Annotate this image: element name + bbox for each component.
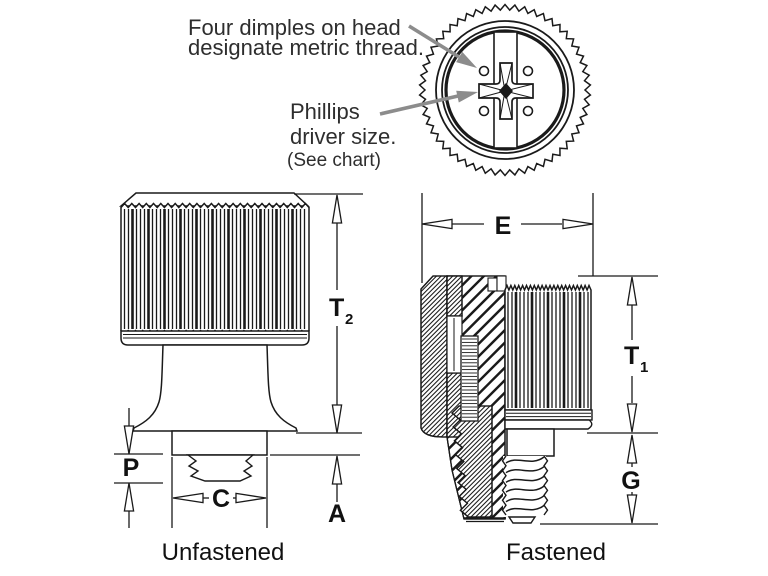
dim-label-t1: T1 <box>624 342 648 376</box>
dimension-arrowhead <box>626 494 638 524</box>
dim-label-p: P <box>123 454 140 482</box>
dimple-section <box>487 277 498 292</box>
dimension-arrowhead <box>562 218 594 230</box>
dimension-arrowhead <box>331 404 343 434</box>
dimension-lines <box>114 193 658 528</box>
retainer-collar <box>171 430 268 456</box>
dimension-arrowhead <box>235 492 267 504</box>
knurled-head-external <box>504 283 592 411</box>
knurled-head <box>120 202 310 336</box>
retracted-thread-stub <box>185 454 255 482</box>
dim-label-a: A <box>328 500 346 528</box>
head-chamfer <box>118 192 310 207</box>
dim-label-t2: T2 <box>329 294 353 328</box>
leader-arrows <box>379 24 478 116</box>
metric-dimple <box>522 105 534 117</box>
fastened-view <box>420 275 593 524</box>
head-ring-circle <box>441 26 569 154</box>
note-dimples-line1: Four dimples on head <box>188 15 401 40</box>
note-phillips-line1: Phillips <box>290 99 360 124</box>
metric-dimple <box>522 65 534 77</box>
sectioned-step-top <box>446 275 463 317</box>
head-skirt-band <box>504 409 593 430</box>
dimension-arrowhead <box>421 218 453 230</box>
phillips-leader-arrow <box>379 90 478 116</box>
dimple-section <box>496 275 507 292</box>
dimension-arrowhead <box>626 403 638 433</box>
head-skirt-band <box>120 330 310 346</box>
thread-tip <box>507 516 537 524</box>
retainer-collar <box>506 428 555 457</box>
spring <box>460 335 479 422</box>
dim-label-e: E <box>495 212 512 240</box>
caption-unfastened: Unfastened <box>162 539 285 566</box>
metric-dimple <box>478 65 490 77</box>
metric-dimple <box>478 105 490 117</box>
dim-label-c: C <box>212 485 230 513</box>
dimension-arrowhead <box>123 482 135 512</box>
dimension-arrowhead <box>331 455 343 485</box>
dimension-arrowhead <box>172 492 204 504</box>
dim-label-g: G <box>621 467 640 495</box>
caption-fastened: Fastened <box>506 539 606 566</box>
spring-housing-body <box>131 344 299 432</box>
dimension-arrowhead <box>331 194 343 224</box>
exposed-thread <box>501 455 549 517</box>
sleeve-wall <box>446 315 463 374</box>
unfastened-view <box>118 192 310 482</box>
labels: Four dimples on head designate metric th… <box>123 15 649 566</box>
note-phillips-line2: driver size. <box>290 124 396 149</box>
dimension-arrowhead <box>626 434 638 464</box>
note-dimples-line2: designate metric thread. <box>188 35 424 60</box>
top-view-head <box>418 3 592 177</box>
dimple-leader-arrow <box>408 24 477 68</box>
note-see-chart: (See chart) <box>287 150 381 171</box>
dimension-arrowhead <box>626 276 638 306</box>
dimension-arrowhead <box>123 425 135 455</box>
sectioned-rim <box>420 275 448 438</box>
